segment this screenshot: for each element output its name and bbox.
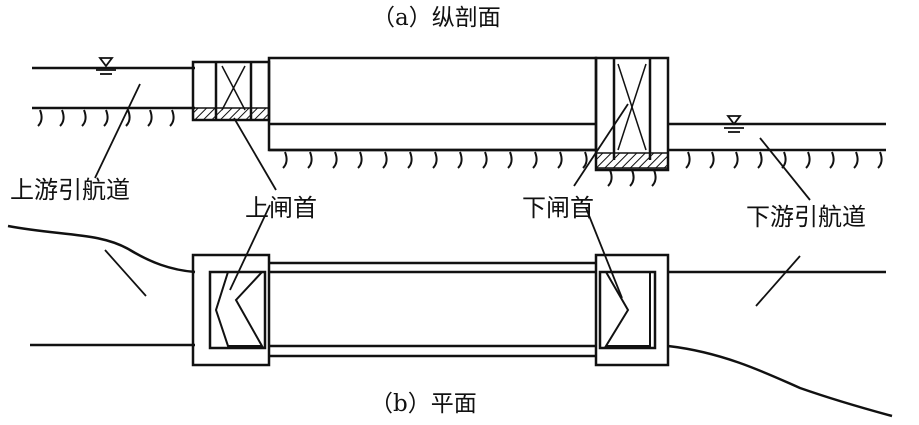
plan-caption: （b）平面 xyxy=(370,391,477,417)
section-caption: （a）纵剖面 xyxy=(372,5,501,31)
plan-view xyxy=(7,224,893,418)
leader-lines xyxy=(94,83,811,201)
upper-lock-head-plan xyxy=(191,253,271,367)
ground-hatch-icon xyxy=(37,109,883,187)
lower-lock-head-label: 下闸首 xyxy=(522,194,594,222)
downstream-channel-label: 下游引航道 xyxy=(746,203,866,231)
lock-chamber-section xyxy=(267,56,598,152)
downstream-bank xyxy=(667,344,893,418)
longitudinal-section xyxy=(32,56,886,172)
upstream-channel-label: 上游引航道 xyxy=(10,176,130,204)
lower-lock-head-plan xyxy=(594,253,670,367)
upper-lock-head-label: 上闸首 xyxy=(245,194,317,222)
upstream-bank xyxy=(7,224,196,274)
water-level-icon xyxy=(96,57,744,133)
